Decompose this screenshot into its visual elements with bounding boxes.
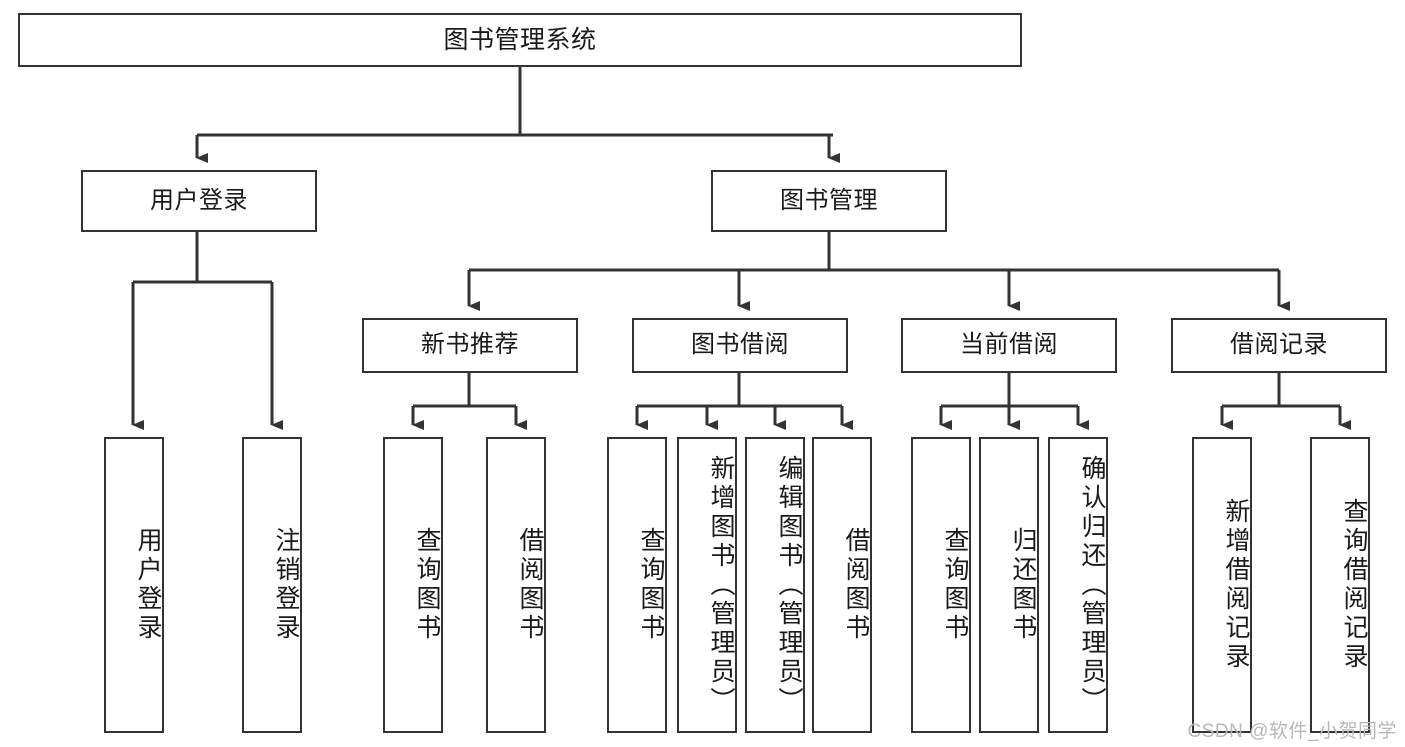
node-borrow-record-label: 借阅记录 xyxy=(1230,331,1328,359)
node-new-book-recommend-label: 新书推荐 xyxy=(421,331,519,359)
leaf-book-borrow-edit[interactable]: 编辑图书（管理员） xyxy=(745,437,805,733)
leaf-current-borrow-confirm-return[interactable]: 确认归还（管理员） xyxy=(1048,437,1108,733)
leaf-current-borrow-return-label: 归还图书 xyxy=(1009,527,1037,643)
leaf-book-borrow-borrow[interactable]: 借阅图书 xyxy=(812,437,872,733)
leaf-book-borrow-add-label: 新增图书（管理员） xyxy=(707,454,735,716)
leaf-current-borrow-return[interactable]: 归还图书 xyxy=(979,437,1039,733)
node-root-system[interactable]: 图书管理系统 xyxy=(18,13,1022,67)
leaf-book-borrow-add[interactable]: 新增图书（管理员） xyxy=(677,437,737,733)
node-borrow-record[interactable]: 借阅记录 xyxy=(1171,318,1387,373)
node-book-borrow-label: 图书借阅 xyxy=(691,331,789,359)
leaf-book-borrow-borrow-label: 借阅图书 xyxy=(842,527,870,643)
leaf-current-borrow-query-label: 查询图书 xyxy=(941,527,969,643)
node-root-system-label: 图书管理系统 xyxy=(443,26,597,54)
node-user-login[interactable]: 用户登录 xyxy=(81,170,317,232)
leaf-book-borrow-edit-label: 编辑图书（管理员） xyxy=(775,454,803,716)
leaf-new-book-borrow[interactable]: 借阅图书 xyxy=(486,437,546,733)
leaf-current-borrow-confirm-return-label: 确认归还（管理员） xyxy=(1078,454,1106,716)
leaf-new-book-borrow-label: 借阅图书 xyxy=(516,527,544,643)
node-current-borrow-label: 当前借阅 xyxy=(960,331,1058,359)
watermark: CSDN @软件_小贺同学 xyxy=(1187,721,1397,742)
leaf-new-book-query-label: 查询图书 xyxy=(413,527,441,643)
leaf-borrow-record-add-label: 新增借阅记录 xyxy=(1222,498,1250,672)
leaf-borrow-record-query-label: 查询借阅记录 xyxy=(1340,498,1368,672)
leaf-user-login-logout[interactable]: 注销登录 xyxy=(242,437,302,733)
leaf-user-login-logout-label: 注销登录 xyxy=(272,527,300,643)
leaf-user-login-login[interactable]: 用户登录 xyxy=(104,437,164,733)
leaf-borrow-record-query[interactable]: 查询借阅记录 xyxy=(1310,437,1370,733)
node-book-borrow[interactable]: 图书借阅 xyxy=(632,318,848,373)
leaf-current-borrow-query[interactable]: 查询图书 xyxy=(911,437,971,733)
node-user-login-label: 用户登录 xyxy=(150,186,248,214)
node-current-borrow[interactable]: 当前借阅 xyxy=(901,318,1117,373)
node-book-management-label: 图书管理 xyxy=(780,186,878,214)
node-new-book-recommend[interactable]: 新书推荐 xyxy=(362,318,578,373)
leaf-new-book-query[interactable]: 查询图书 xyxy=(383,437,443,733)
leaf-borrow-record-add[interactable]: 新增借阅记录 xyxy=(1192,437,1252,733)
leaf-book-borrow-query-label: 查询图书 xyxy=(637,527,665,643)
node-book-management[interactable]: 图书管理 xyxy=(711,170,947,232)
leaf-book-borrow-query[interactable]: 查询图书 xyxy=(607,437,667,733)
leaf-user-login-login-label: 用户登录 xyxy=(134,527,162,643)
